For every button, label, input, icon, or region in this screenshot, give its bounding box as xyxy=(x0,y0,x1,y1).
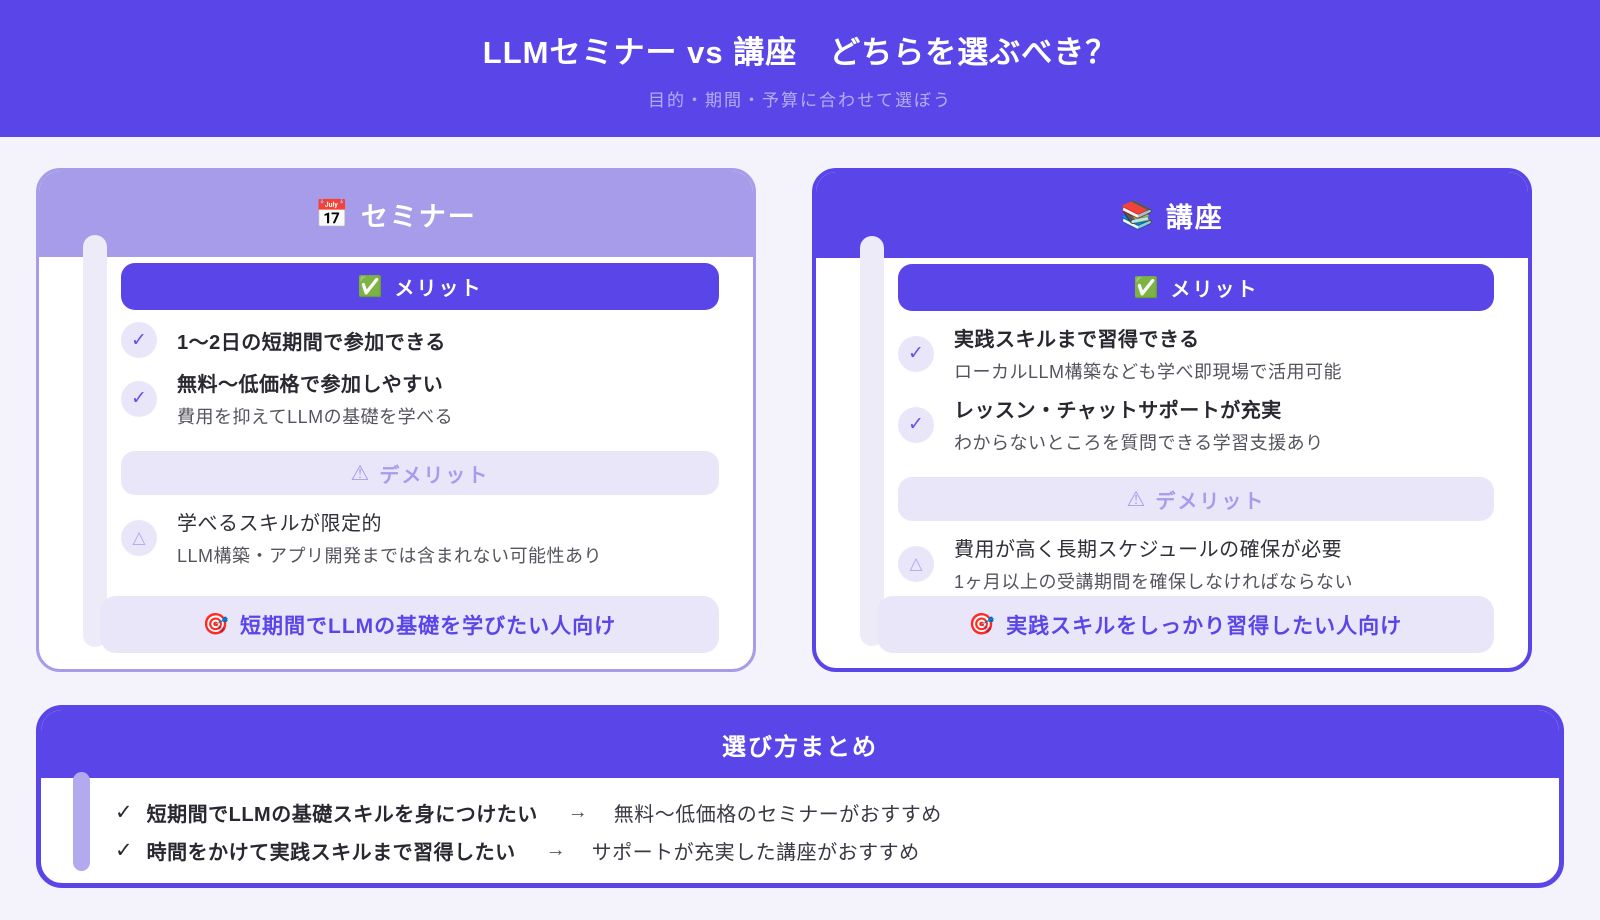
demerit-banner: ⚠ デメリット xyxy=(121,451,719,495)
list-item: ✓ 1〜2日の短期間で参加できる xyxy=(121,320,719,360)
seminar-card-body: ✅ メリット ✓ 1〜2日の短期間で参加できる ✓ 無料〜低価格で参加しやすい … xyxy=(39,257,753,669)
summary-body: ✓ 短期間でLLMの基礎スキルを身につけたい → 無料〜低価格のセミナーがおすす… xyxy=(41,772,1559,883)
demerit-banner: ⚠ デメリット xyxy=(898,477,1494,521)
merit-item-title: 1〜2日の短期間で参加できる xyxy=(177,331,446,354)
course-card-body: ✅ メリット ✓ 実践スキルまで習得できる ローカルLLM構築なども学べ即現場で… xyxy=(816,258,1528,668)
target-audience-label: 短期間でLLMの基礎を学びたい人向け xyxy=(240,614,617,638)
list-item: △ 費用が高く長期スケジュールの確保が必要 1ヶ月以上の受講期間を確保しなければ… xyxy=(898,531,1494,596)
demerit-label: デメリット xyxy=(1155,490,1266,513)
summary-card: 選び方まとめ ✓ 短期間でLLMの基礎スキルを身につけたい → 無料〜低価格のセ… xyxy=(36,705,1564,888)
arrow-icon: → xyxy=(545,838,566,861)
demerit-label: デメリット xyxy=(379,464,490,487)
merit-list: ✓ 1〜2日の短期間で参加できる ✓ 無料〜低価格で参加しやすい 費用を抑えてL… xyxy=(121,320,719,431)
target-audience-label: 実践スキルをしっかり習得したい人向け xyxy=(1006,614,1403,638)
page-header: LLMセミナー vs 講座 どちらを選ぶべき？ 目的・期間・予算に合わせて選ぼう xyxy=(0,0,1600,137)
check-box-icon: ✅ xyxy=(1133,277,1161,299)
seminar-card-header: 📅 セミナー xyxy=(39,171,753,257)
merit-item-sub: ローカルLLM構築なども学べ即現場で活用可能 xyxy=(954,362,1343,382)
list-item: ✓ レッスン・チャットサポートが充実 わからないところを質問できる学習支援あり xyxy=(898,392,1494,457)
list-item: ✓ 無料〜低価格で参加しやすい 費用を抑えてLLMの基礎を学べる xyxy=(121,366,719,431)
seminar-card: 📅 セミナー ✅ メリット ✓ 1〜2日の短期間で参加できる ✓ 無料〜低 xyxy=(36,168,756,672)
accent-bar xyxy=(83,235,107,647)
check-icon: ✓ xyxy=(121,322,157,358)
demerit-item-sub: 1ヶ月以上の受講期間を確保しなければならない xyxy=(954,572,1354,592)
summary-recommendation: 無料〜低価格のセミナーがおすすめ xyxy=(613,804,942,827)
merit-item-title: レッスン・チャットサポートが充実 xyxy=(954,400,1282,422)
summary-title: 選び方まとめ xyxy=(41,710,1559,778)
merit-list: ✓ 実践スキルまで習得できる ローカルLLM構築なども学べ即現場で活用可能 ✓ … xyxy=(898,321,1494,457)
target-audience-band: 🎯 実践スキルをしっかり習得したい人向け xyxy=(877,596,1494,653)
merit-item-title: 実践スキルまで習得できる xyxy=(954,329,1200,351)
arrow-icon: → xyxy=(567,801,588,824)
triangle-icon: △ xyxy=(121,519,157,556)
merit-item-sub: 費用を抑えてLLMの基礎を学べる xyxy=(177,407,454,427)
warning-icon: ⚠ xyxy=(1126,487,1148,511)
merit-label: メリット xyxy=(394,278,483,300)
course-card-header: 📚 講座 xyxy=(816,172,1528,258)
demerit-item-title: 費用が高く長期スケジュールの確保が必要 xyxy=(954,539,1343,561)
list-item: △ 学べるスキルが限定的 LLM構築・アプリ開発までは含まれない可能性あり xyxy=(121,505,719,570)
warning-icon: ⚠ xyxy=(350,461,372,485)
check-icon: ✓ xyxy=(115,838,133,862)
summary-row: ✓ 時間をかけて実践スキルまで習得したい → サポートが充実した講座がおすすめ xyxy=(115,836,1529,865)
summary-row: ✓ 短期間でLLMの基礎スキルを身につけたい → 無料〜低価格のセミナーがおすす… xyxy=(115,798,1529,827)
triangle-icon: △ xyxy=(898,545,934,582)
list-item: ✓ 実践スキルまで習得できる ローカルLLM構築なども学べ即現場で活用可能 xyxy=(898,321,1494,386)
comparison-row: 📅 セミナー ✅ メリット ✓ 1〜2日の短期間で参加できる ✓ 無料〜低 xyxy=(0,137,1600,672)
calendar-icon: 📅 xyxy=(315,199,351,229)
course-card-title: 講座 xyxy=(1165,202,1224,233)
demerit-list: △ 費用が高く長期スケジュールの確保が必要 1ヶ月以上の受講期間を確保しなければ… xyxy=(898,531,1494,596)
summary-goal: 短期間でLLMの基礎スキルを身につけたい xyxy=(146,804,538,827)
check-icon: ✓ xyxy=(898,335,934,372)
demerit-item-title: 学べるスキルが限定的 xyxy=(177,513,382,535)
demerit-item-sub: LLM構築・アプリ開発までは含まれない可能性あり xyxy=(177,546,603,566)
books-icon: 📚 xyxy=(1120,200,1156,230)
page-subtitle: 目的・期間・予算に合わせて選ぼう xyxy=(648,90,952,110)
accent-bar xyxy=(860,236,884,646)
summary-goal: 時間をかけて実践スキルまで習得したい xyxy=(146,841,516,864)
course-card: 📚 講座 ✅ メリット ✓ 実践スキルまで習得できる ローカルLLM構築なども学… xyxy=(812,168,1532,672)
check-icon: ✓ xyxy=(115,801,133,825)
target-icon: 🎯 xyxy=(202,612,230,636)
seminar-card-title: セミナー xyxy=(360,201,477,232)
check-icon: ✓ xyxy=(898,406,934,443)
accent-bar xyxy=(73,772,90,871)
check-box-icon: ✅ xyxy=(357,276,385,298)
summary-recommendation: サポートが充実した講座がおすすめ xyxy=(591,841,920,864)
page-title: LLMセミナー vs 講座 どちらを選ぶべき？ xyxy=(482,34,1118,70)
target-audience-band: 🎯 短期間でLLMの基礎を学びたい人向け xyxy=(100,596,719,653)
merit-banner: ✅ メリット xyxy=(121,263,719,310)
demerit-list: △ 学べるスキルが限定的 LLM構築・アプリ開発までは含まれない可能性あり xyxy=(121,505,719,570)
target-icon: 🎯 xyxy=(968,612,997,636)
merit-item-sub: わからないところを質問できる学習支援あり xyxy=(954,433,1324,453)
check-icon: ✓ xyxy=(121,380,157,417)
merit-banner: ✅ メリット xyxy=(898,264,1494,311)
merit-label: メリット xyxy=(1170,279,1259,301)
merit-item-title: 無料〜低価格で参加しやすい xyxy=(177,374,444,396)
